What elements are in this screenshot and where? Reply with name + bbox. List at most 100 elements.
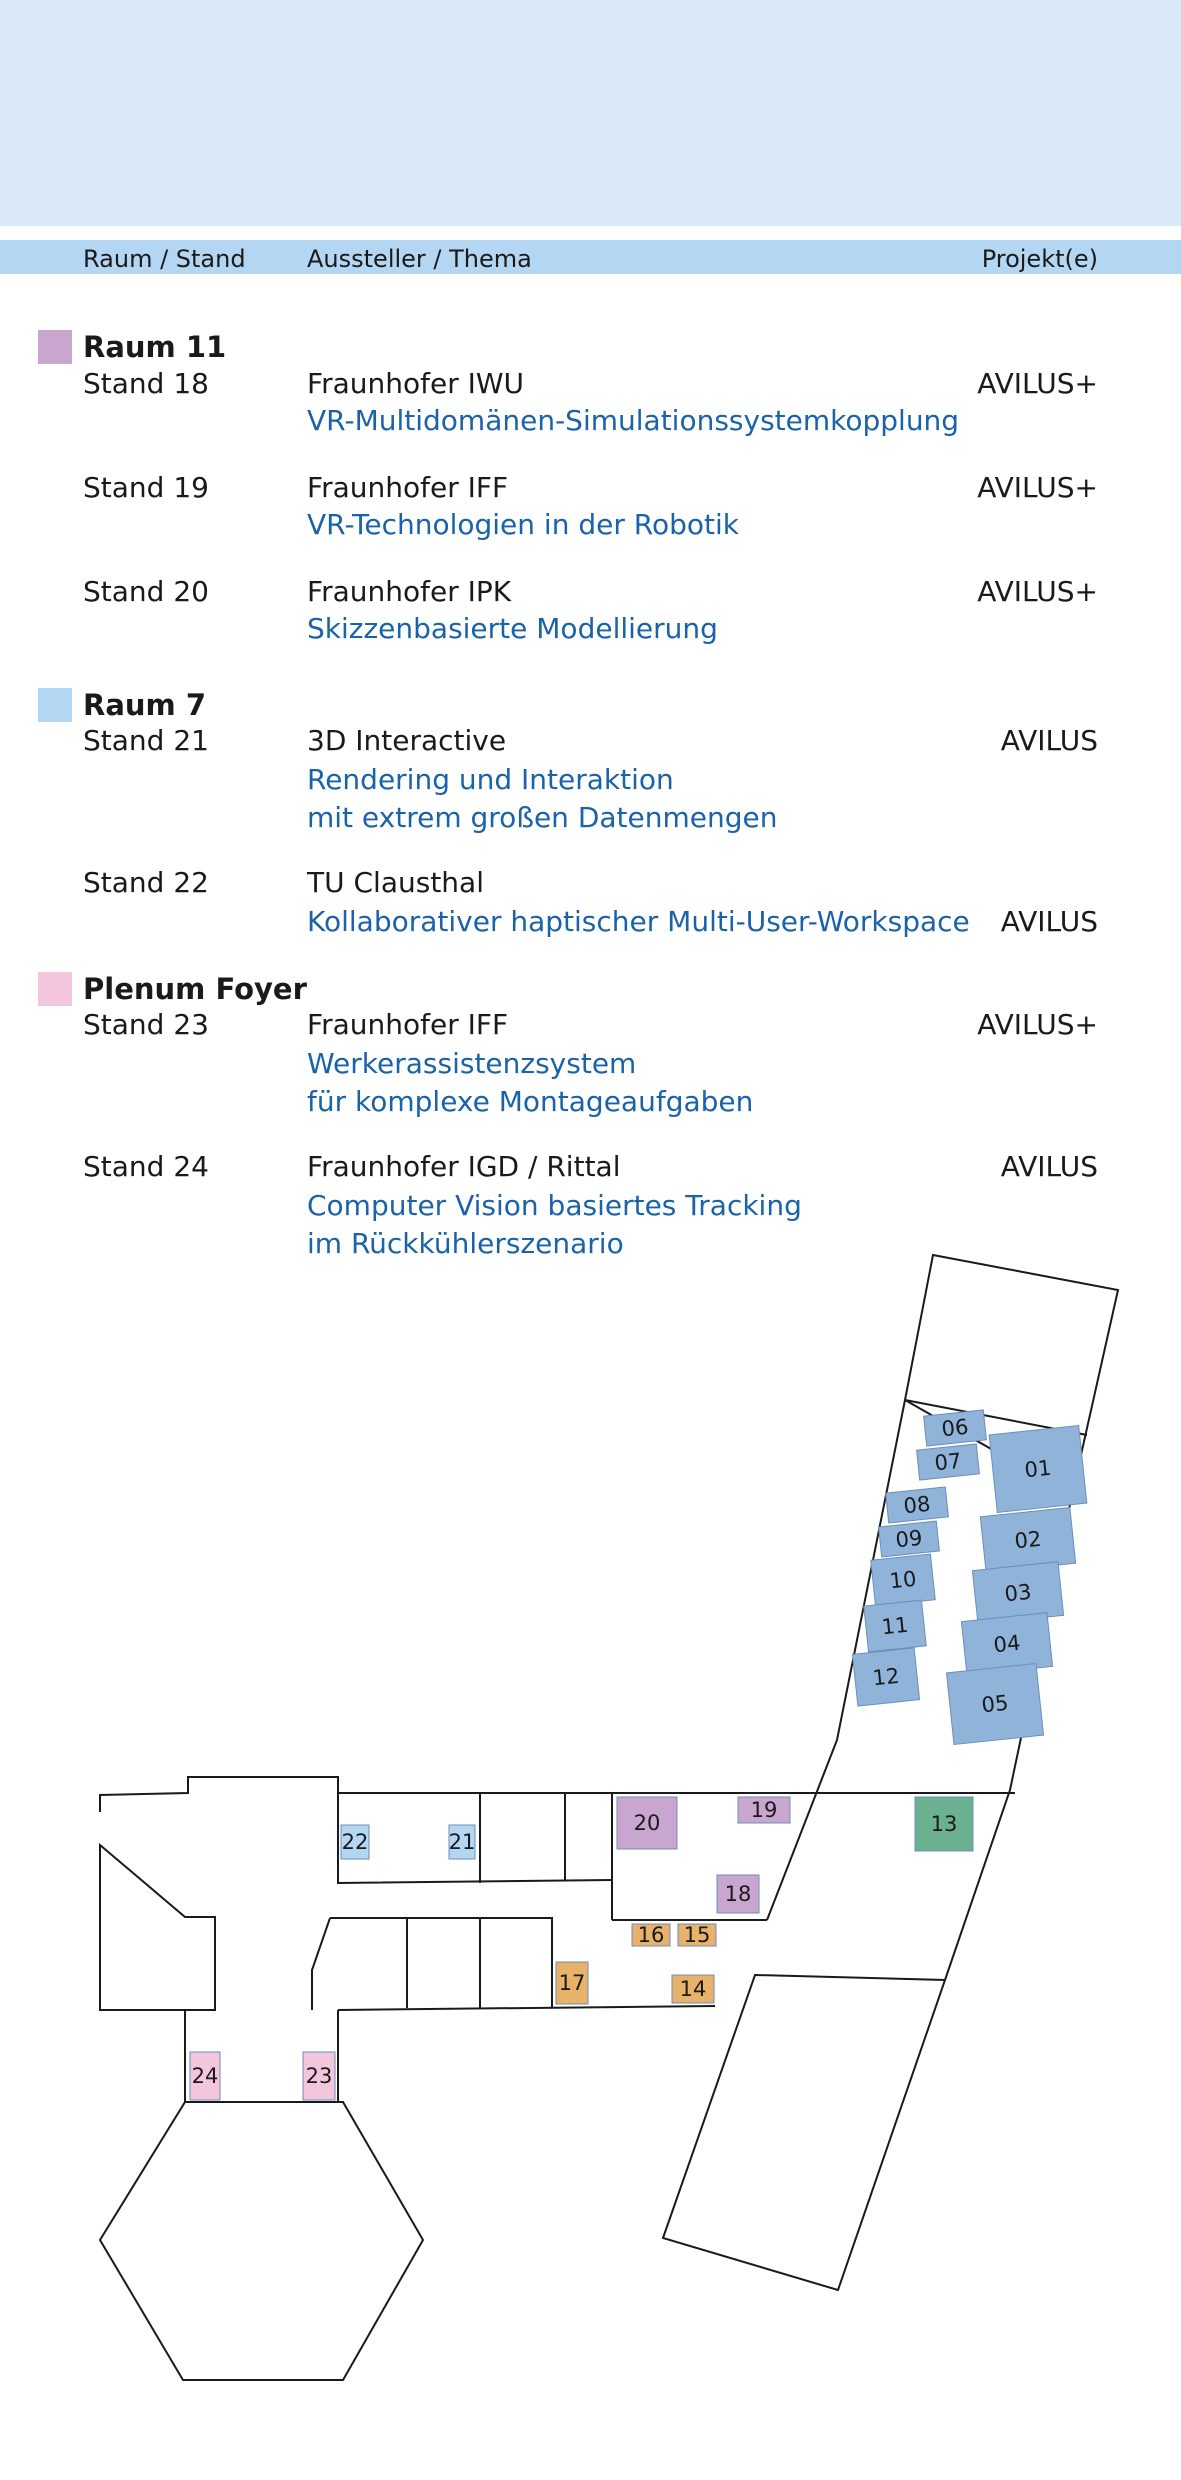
corridor-bottom-wall (337, 2005, 716, 2011)
stand-label-22: Stand 22 (83, 866, 209, 899)
stand-label-24: Stand 24 (83, 1150, 209, 1183)
booth-label-13: 13 (931, 1812, 958, 1836)
booth-24: 24 (189, 2051, 221, 2101)
booth-14: 14 (671, 1974, 715, 2004)
booth-shape-09 (878, 1520, 940, 1558)
corridor-room-bottom (337, 1793, 613, 1885)
room-title-raum7: Raum 7 (83, 688, 207, 722)
booth-shape-11 (863, 1599, 927, 1653)
booth-label-21: 21 (449, 1830, 476, 1854)
booth-shape-01 (988, 1424, 1088, 1514)
column-header-room-stand: Raum / Stand (83, 245, 246, 273)
exhibitor-22: TU Clausthal (307, 866, 484, 899)
booth-11: 11 (863, 1599, 927, 1653)
booth-label-04: 04 (992, 1631, 1021, 1658)
booth-22: 22 (340, 1824, 370, 1860)
room-title-plenum-foyer: Plenum Foyer (83, 972, 307, 1006)
booth-shape-22 (340, 1824, 370, 1860)
booth-21: 21 (448, 1824, 476, 1860)
booth-label-11: 11 (880, 1613, 909, 1640)
booth-shape-06 (923, 1409, 987, 1447)
topic-18: VR-Multidomänen-Simulationssystemkopplun… (307, 404, 960, 437)
project-22: AVILUS (1000, 905, 1098, 938)
booth-label-10: 10 (888, 1567, 917, 1594)
exhibitor-18: Fraunhofer IWU (307, 367, 525, 400)
stand-label-21: Stand 21 (83, 724, 209, 757)
booth-06: 06 (923, 1409, 987, 1447)
booth-20: 20 (616, 1796, 678, 1850)
topic-21-line2: mit extrem großen Datenmengen (307, 801, 778, 834)
booth-04: 04 (960, 1612, 1054, 1676)
booth-label-22: 22 (342, 1830, 369, 1854)
booth-label-23: 23 (306, 2064, 333, 2088)
booth-16: 16 (631, 1923, 671, 1947)
booth-shape-15 (677, 1923, 717, 1947)
booth-17: 17 (555, 1961, 589, 2005)
project-20: AVILUS+ (977, 575, 1098, 608)
booth-05: 05 (945, 1662, 1045, 1746)
booth-08: 08 (885, 1486, 949, 1524)
booth-18: 18 (716, 1874, 760, 1914)
booth-label-07: 07 (933, 1449, 962, 1476)
project-18: AVILUS+ (977, 367, 1098, 400)
booth-label-17: 17 (559, 1971, 586, 1995)
booth-label-16: 16 (638, 1923, 665, 1947)
booth-07: 07 (916, 1443, 980, 1481)
booth-15: 15 (677, 1923, 717, 1947)
exhibitor-19: Fraunhofer IFF (307, 471, 509, 504)
booth-shape-05 (945, 1662, 1045, 1746)
booth-09: 09 (878, 1520, 940, 1558)
stand-label-19: Stand 19 (83, 471, 209, 504)
plenum-hexagon (98, 2101, 425, 2381)
booth-label-06: 06 (940, 1415, 969, 1442)
booth-shape-07 (916, 1443, 980, 1481)
booth-shape-19 (737, 1796, 791, 1824)
topic-24-line1: Computer Vision basiertes Tracking (307, 1189, 802, 1222)
raum7-swatch (38, 688, 72, 722)
left-wing-room (99, 1842, 216, 2011)
booth-shape-14 (671, 1974, 715, 2004)
booth-shape-18 (716, 1874, 760, 1914)
project-23: AVILUS+ (977, 1008, 1098, 1041)
hall-left-wall (766, 1399, 906, 1921)
topic-23-line2: für komplexe Montageaufgaben (307, 1085, 754, 1118)
booth-shape-17 (555, 1961, 589, 2005)
stand-label-20: Stand 20 (83, 575, 209, 608)
booth-label-05: 05 (980, 1691, 1009, 1718)
topic-19: VR-Technologien in der Robotik (307, 508, 739, 541)
booth-label-14: 14 (680, 1977, 707, 2001)
room-title-raum11: Raum 11 (83, 330, 227, 364)
topic-24-line2: im Rückkühlerszenario (307, 1227, 624, 1260)
booth-02: 02 (979, 1506, 1077, 1574)
booth-shape-24 (189, 2051, 221, 2101)
booth-shape-21 (448, 1824, 476, 1860)
column-header-bar (0, 240, 1181, 274)
booth-01: 01 (988, 1424, 1088, 1514)
booth-label-15: 15 (684, 1923, 711, 1947)
booth-label-18: 18 (725, 1882, 752, 1906)
booth-label-09: 09 (894, 1526, 923, 1553)
booth-shape-20 (616, 1796, 678, 1850)
header-banner (0, 0, 1181, 226)
topic-20: Skizzenbasierte Modellierung (307, 612, 718, 645)
booth-19: 19 (737, 1796, 791, 1824)
booth-shape-13 (914, 1796, 974, 1852)
booth-shape-08 (885, 1486, 949, 1524)
column-header-exhibitor-topic: Aussteller / Thema (307, 245, 532, 273)
booth-03: 03 (971, 1561, 1065, 1625)
booth-label-24: 24 (192, 2064, 219, 2088)
exhibitor-24: Fraunhofer IGD / Rittal (307, 1150, 621, 1183)
stand-label-18: Stand 18 (83, 367, 209, 400)
booth-label-19: 19 (751, 1798, 778, 1822)
corridor-top-wall (99, 1776, 1015, 1812)
project-21: AVILUS (1000, 724, 1098, 757)
booth-label-03: 03 (1003, 1580, 1032, 1607)
booth-label-02: 02 (1013, 1527, 1042, 1554)
project-19: AVILUS+ (977, 471, 1098, 504)
booth-label-08: 08 (902, 1492, 931, 1519)
booth-label-12: 12 (871, 1664, 900, 1691)
exhibitor-21: 3D Interactive (307, 724, 507, 757)
exhibitor-23: Fraunhofer IFF (307, 1008, 509, 1041)
booth-shape-16 (631, 1923, 671, 1947)
